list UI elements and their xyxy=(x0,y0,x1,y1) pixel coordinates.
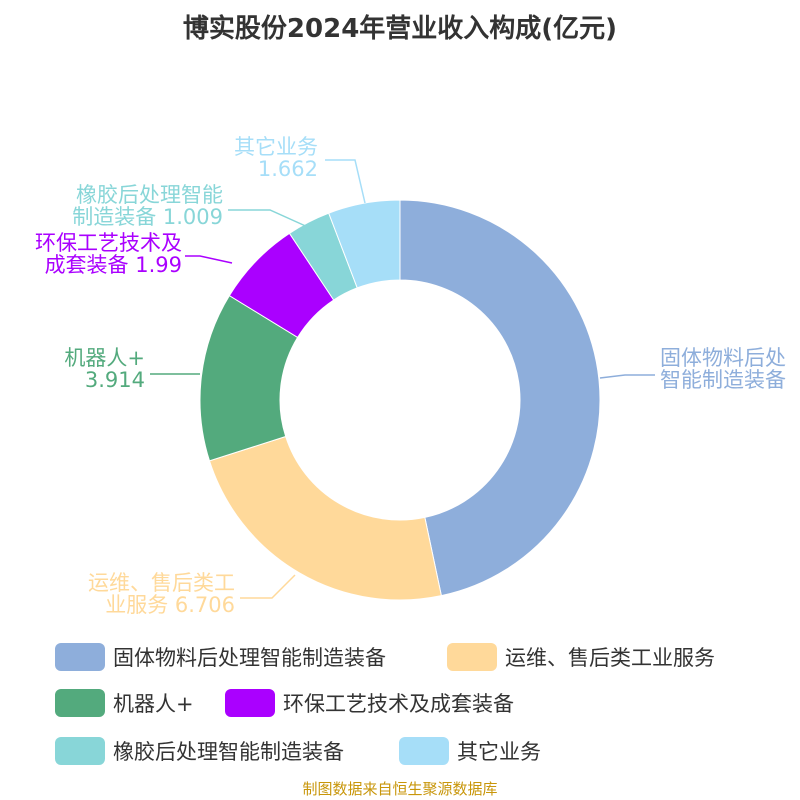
slice-label: 运维、售后类工业服务 6.706 xyxy=(20,572,235,616)
legend-item[interactable]: 橡胶后处理智能制造装备 xyxy=(55,736,344,766)
legend-swatch xyxy=(447,643,497,671)
leader-line xyxy=(599,374,655,379)
legend-swatch xyxy=(55,737,105,765)
slice-label: 环保工艺技术及成套装备 1.99 xyxy=(0,232,182,276)
slice-label-line: 制造装备 1.009 xyxy=(72,205,223,229)
legend-item[interactable]: 运维、售后类工业服务 xyxy=(447,642,715,672)
legend-label: 环保工艺技术及成套装备 xyxy=(283,692,514,716)
slice-label-line: 橡胶后处理智能 xyxy=(76,183,223,207)
leader-line xyxy=(240,574,296,599)
legend-label: 机器人+ xyxy=(113,692,194,716)
donut-slice[interactable] xyxy=(399,199,601,597)
legend-item[interactable]: 其它业务 xyxy=(399,736,541,766)
slice-label-line: 固体物料后处 xyxy=(660,346,786,370)
donut-slice[interactable] xyxy=(208,435,442,601)
leader-line xyxy=(228,209,311,229)
slice-label-line: 环保工艺技术及 xyxy=(35,231,182,255)
legend-item[interactable]: 环保工艺技术及成套装备 xyxy=(225,688,514,718)
legend-swatch xyxy=(399,737,449,765)
legend-item[interactable]: 机器人+ xyxy=(55,688,194,718)
slice-label-line: 机器人+ xyxy=(64,346,145,370)
slice-label-line: 业服务 6.706 xyxy=(105,593,235,617)
legend-swatch xyxy=(55,689,105,717)
legend-swatch xyxy=(225,689,275,717)
leader-line xyxy=(325,159,366,204)
donut-slice[interactable] xyxy=(328,199,401,289)
slice-label-line: 成套装备 1.99 xyxy=(44,253,182,277)
legend-label: 固体物料后处理智能制造装备 xyxy=(113,646,386,670)
slice-label: 橡胶后处理智能制造装备 1.009 xyxy=(0,184,223,228)
slice-label-line: 智能制造装备 xyxy=(660,368,786,392)
slice-label: 机器人+3.914 xyxy=(10,347,145,391)
slice-label-line: 3.914 xyxy=(84,368,145,392)
slice-label-line: 其它业务 xyxy=(234,135,318,159)
legend-item[interactable]: 固体物料后处理智能制造装备 xyxy=(55,642,386,672)
legend-swatch xyxy=(55,643,105,671)
slice-label-line: 1.662 xyxy=(257,157,318,181)
legend-label: 其它业务 xyxy=(457,740,541,764)
slice-label-line: 运维、售后类工 xyxy=(88,571,235,595)
legend-label: 运维、售后类工业服务 xyxy=(505,646,715,670)
leader-line xyxy=(185,255,233,264)
source-note: 制图数据来自恒生聚源数据库 xyxy=(302,780,498,798)
slice-label: 固体物料后处智能制造装备 xyxy=(660,347,786,391)
legend-label: 橡胶后处理智能制造装备 xyxy=(113,740,344,764)
chart-title: 博实股份2024年营业收入构成(亿元) xyxy=(182,14,618,44)
